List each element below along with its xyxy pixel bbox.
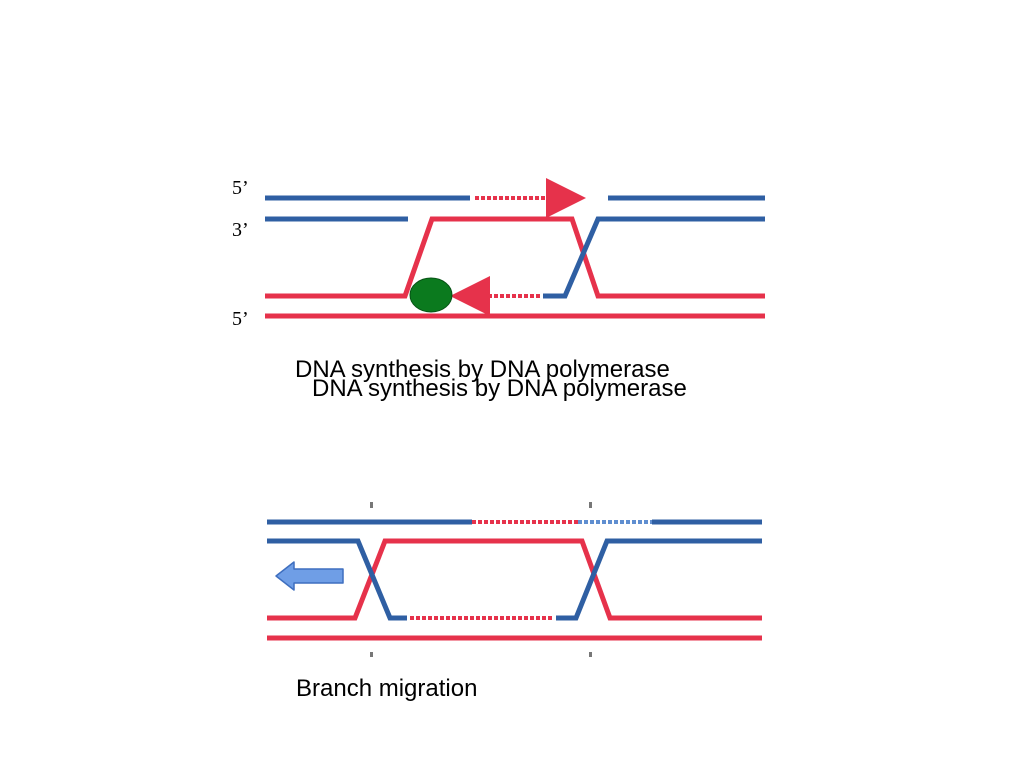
red-invading-strand: [265, 216, 765, 299]
tick-mark: [370, 502, 373, 508]
blue-crossing-strand: [543, 216, 765, 299]
bottom-blue-left-cross: [267, 538, 407, 621]
tick-mark: [589, 652, 592, 657]
bottom-blue-right-cross: [556, 538, 762, 621]
dna-polymerase-icon: [409, 277, 453, 313]
left-arrow-icon: [275, 561, 344, 591]
tick-mark: [370, 652, 373, 657]
caption-dna-synthesis-1: DNA synthesis by DNA polymerase: [295, 356, 670, 383]
label-5prime-bottom: 5’: [232, 308, 249, 330]
bottom-panel: [267, 502, 762, 657]
tick-mark: [589, 502, 592, 508]
caption-branch-migration: Branch migration: [296, 675, 478, 702]
caption-dna-synthesis-2: DNA synthesis by DNA polymerase: [312, 375, 687, 402]
label-3prime-second: 3’: [232, 219, 249, 241]
top-panel: [265, 178, 765, 319]
bottom-red-loop: [267, 538, 762, 621]
label-5prime-top: 5’: [232, 177, 249, 199]
